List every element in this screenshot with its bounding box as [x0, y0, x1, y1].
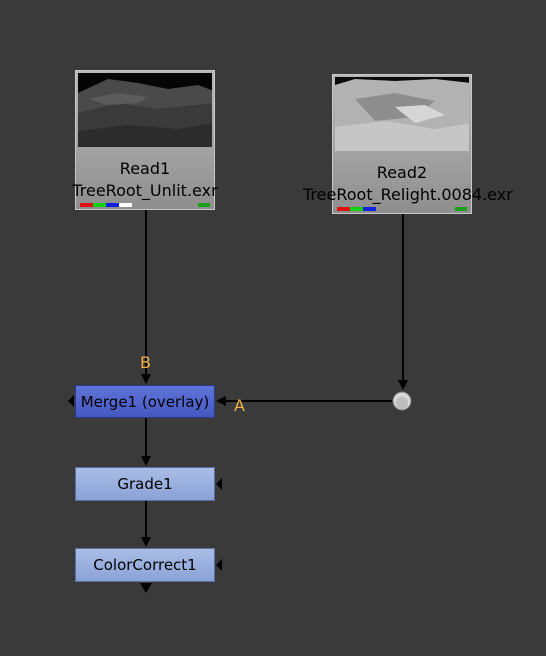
- read2-channel-swatch: [337, 207, 350, 211]
- read2-node[interactable]: Read2 TreeRoot_Relight.0084.exr: [303, 74, 513, 214]
- grade-mask-input-icon[interactable]: [216, 478, 222, 490]
- read1-filename: TreeRoot_Unlit.exr: [72, 181, 218, 200]
- grade1-node[interactable]: Grade1: [75, 467, 215, 501]
- dot-node-shade: [396, 397, 408, 409]
- read1-channel-swatch: [119, 203, 132, 207]
- read2-status-indicator: [455, 207, 467, 211]
- colorcorrect1-label: ColorCorrect1: [93, 556, 197, 574]
- read1-channel-swatch: [93, 203, 106, 207]
- merge-input-a-label: A: [234, 396, 245, 415]
- colorcorrect-mask-input-icon[interactable]: [216, 559, 222, 571]
- colorcorrect1-node[interactable]: ColorCorrect1: [75, 548, 215, 582]
- read2-filename: TreeRoot_Relight.0084.exr: [303, 185, 513, 204]
- output-arrow-icon: [140, 583, 152, 593]
- merge-input-b-label: B: [140, 353, 151, 372]
- read1-status-indicator: [198, 203, 210, 207]
- grade1-label: Grade1: [117, 475, 173, 493]
- read2-name: Read2: [376, 163, 428, 182]
- read1-channel-swatch: [80, 203, 93, 207]
- read1-node[interactable]: Read1 TreeRoot_Unlit.exr: [72, 70, 218, 210]
- read1-name: Read1: [119, 159, 171, 178]
- read1-channel-swatch: [106, 203, 119, 207]
- read1-thumbnail: [78, 73, 212, 147]
- read2-thumbnail: [335, 77, 469, 151]
- read2-channel-swatch: [363, 207, 376, 211]
- merge1-label: Merge1 (overlay): [80, 393, 210, 411]
- merge1-node[interactable]: Merge1 (overlay): [75, 385, 215, 418]
- merge-mask-input-icon[interactable]: [68, 395, 74, 407]
- read2-channel-swatch: [350, 207, 363, 211]
